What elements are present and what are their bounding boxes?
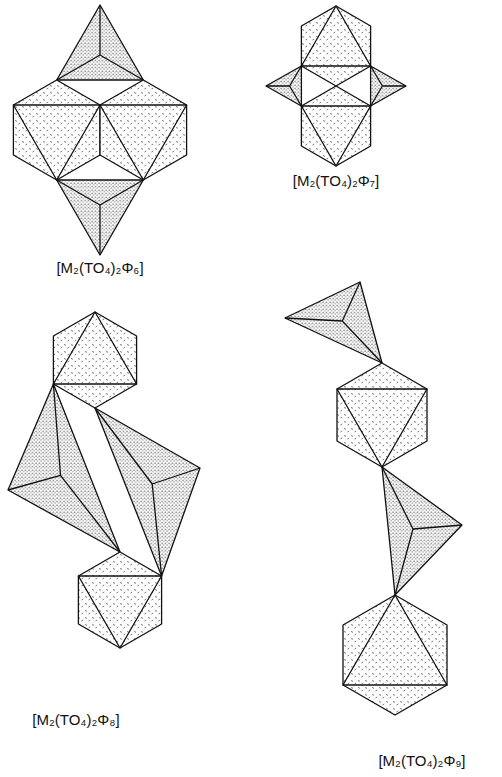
octahedron	[301, 86, 370, 166]
octahedron	[78, 552, 161, 648]
octahedron	[337, 363, 427, 467]
formula-label: [M₂(TO₄)₂Φ₈]	[32, 711, 119, 729]
tetrahedron	[371, 66, 406, 106]
formula-label: [M₂(TO₄)₂Φ₉]	[378, 752, 465, 770]
octahedron	[100, 80, 187, 180]
tetrahedron	[285, 282, 382, 363]
tetrahedron	[57, 180, 144, 255]
tetrahedron	[266, 66, 301, 106]
octahedron	[343, 595, 447, 715]
tetrahedron	[57, 5, 144, 80]
octahedron	[13, 80, 100, 180]
tetrahedron	[95, 408, 200, 576]
octahedron	[53, 312, 136, 408]
tetrahedron	[8, 384, 120, 552]
octahedron	[301, 6, 370, 86]
formula-label: [M₂(TO₄)₂Φ₆]	[56, 259, 143, 277]
formula-label: [M₂(TO₄)₂Φ₇]	[293, 172, 379, 190]
tetrahedron	[382, 467, 462, 595]
